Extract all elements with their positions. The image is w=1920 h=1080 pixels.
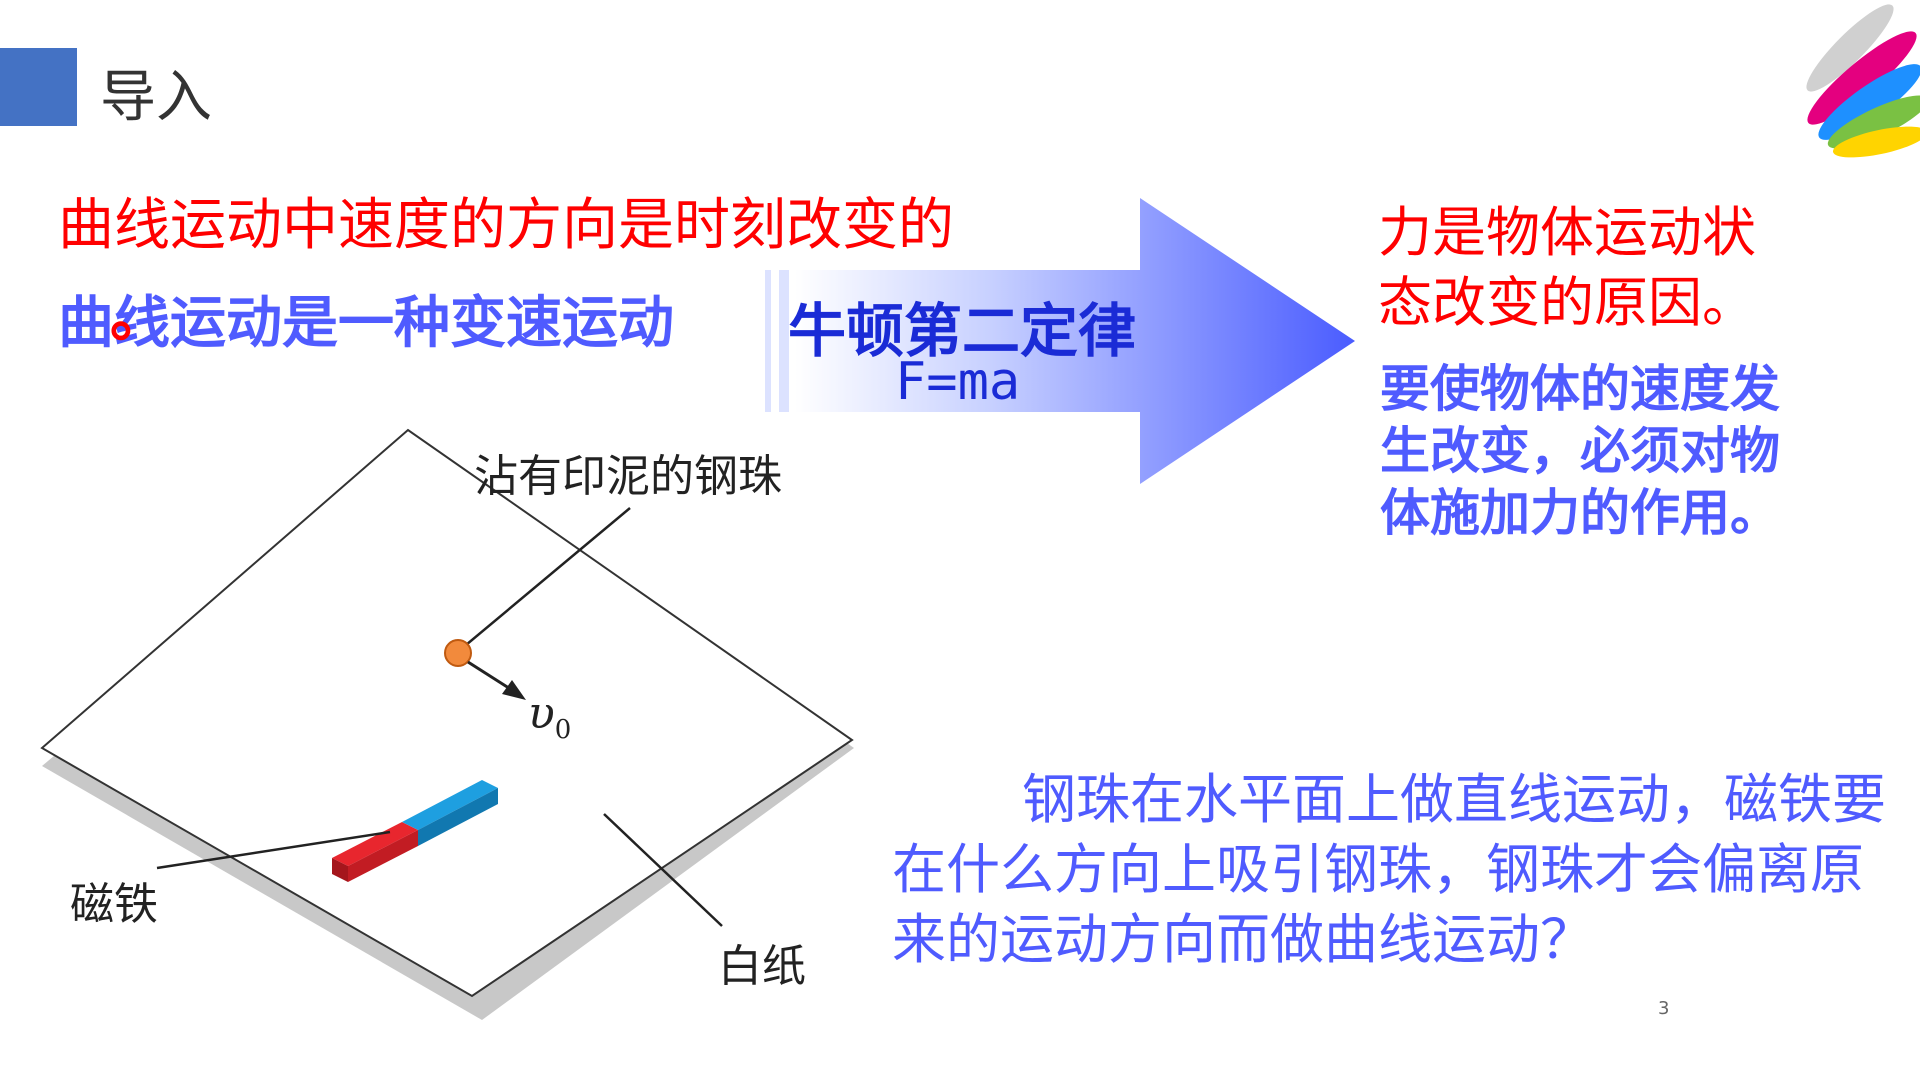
question-text: 钢珠在水平面上做直线运动，磁铁要在什么方向上吸引钢珠，钢珠才会偏离原来的运动方向…: [892, 768, 1886, 971]
label-magnet: 磁铁: [70, 879, 158, 930]
page-number: 3: [1658, 998, 1670, 1019]
title-accent-block: [0, 48, 77, 126]
magnet-blue-end: [402, 780, 498, 830]
statement-force-cause: 力是物体运动状态改变的原因。: [1378, 201, 1756, 334]
red-period: 。: [110, 285, 166, 350]
slide-title: 导入: [100, 65, 212, 130]
law-formula: F=ma: [895, 352, 1021, 412]
magnet-red-end: [332, 822, 418, 866]
statement-variable-speed: 曲线运动是一种变速运动 。: [58, 278, 674, 359]
steel-ball: [444, 639, 472, 667]
gradient-arrow: [765, 198, 1355, 484]
label-velocity: υ0: [528, 688, 571, 745]
label-velocity-subscript: 0: [554, 714, 572, 745]
statement-force-needed: 要使物体的速度发生改变，必须对物体施加力的作用。: [1380, 360, 1780, 542]
label-white-paper: 白纸: [718, 941, 806, 992]
law-name: 牛顿第二定律: [788, 297, 1137, 365]
experiment-diagram: [12, 428, 872, 1020]
label-velocity-symbol: υ: [528, 688, 555, 739]
statement-direction-changes: 曲线运动中速度的方向是时刻改变的: [58, 193, 954, 258]
statement-variable-speed-text: 曲线运动是一种变速运动: [58, 291, 674, 356]
label-steel-ball: 沾有印泥的钢珠: [474, 451, 782, 502]
logo-icon: [1806, 4, 1920, 158]
